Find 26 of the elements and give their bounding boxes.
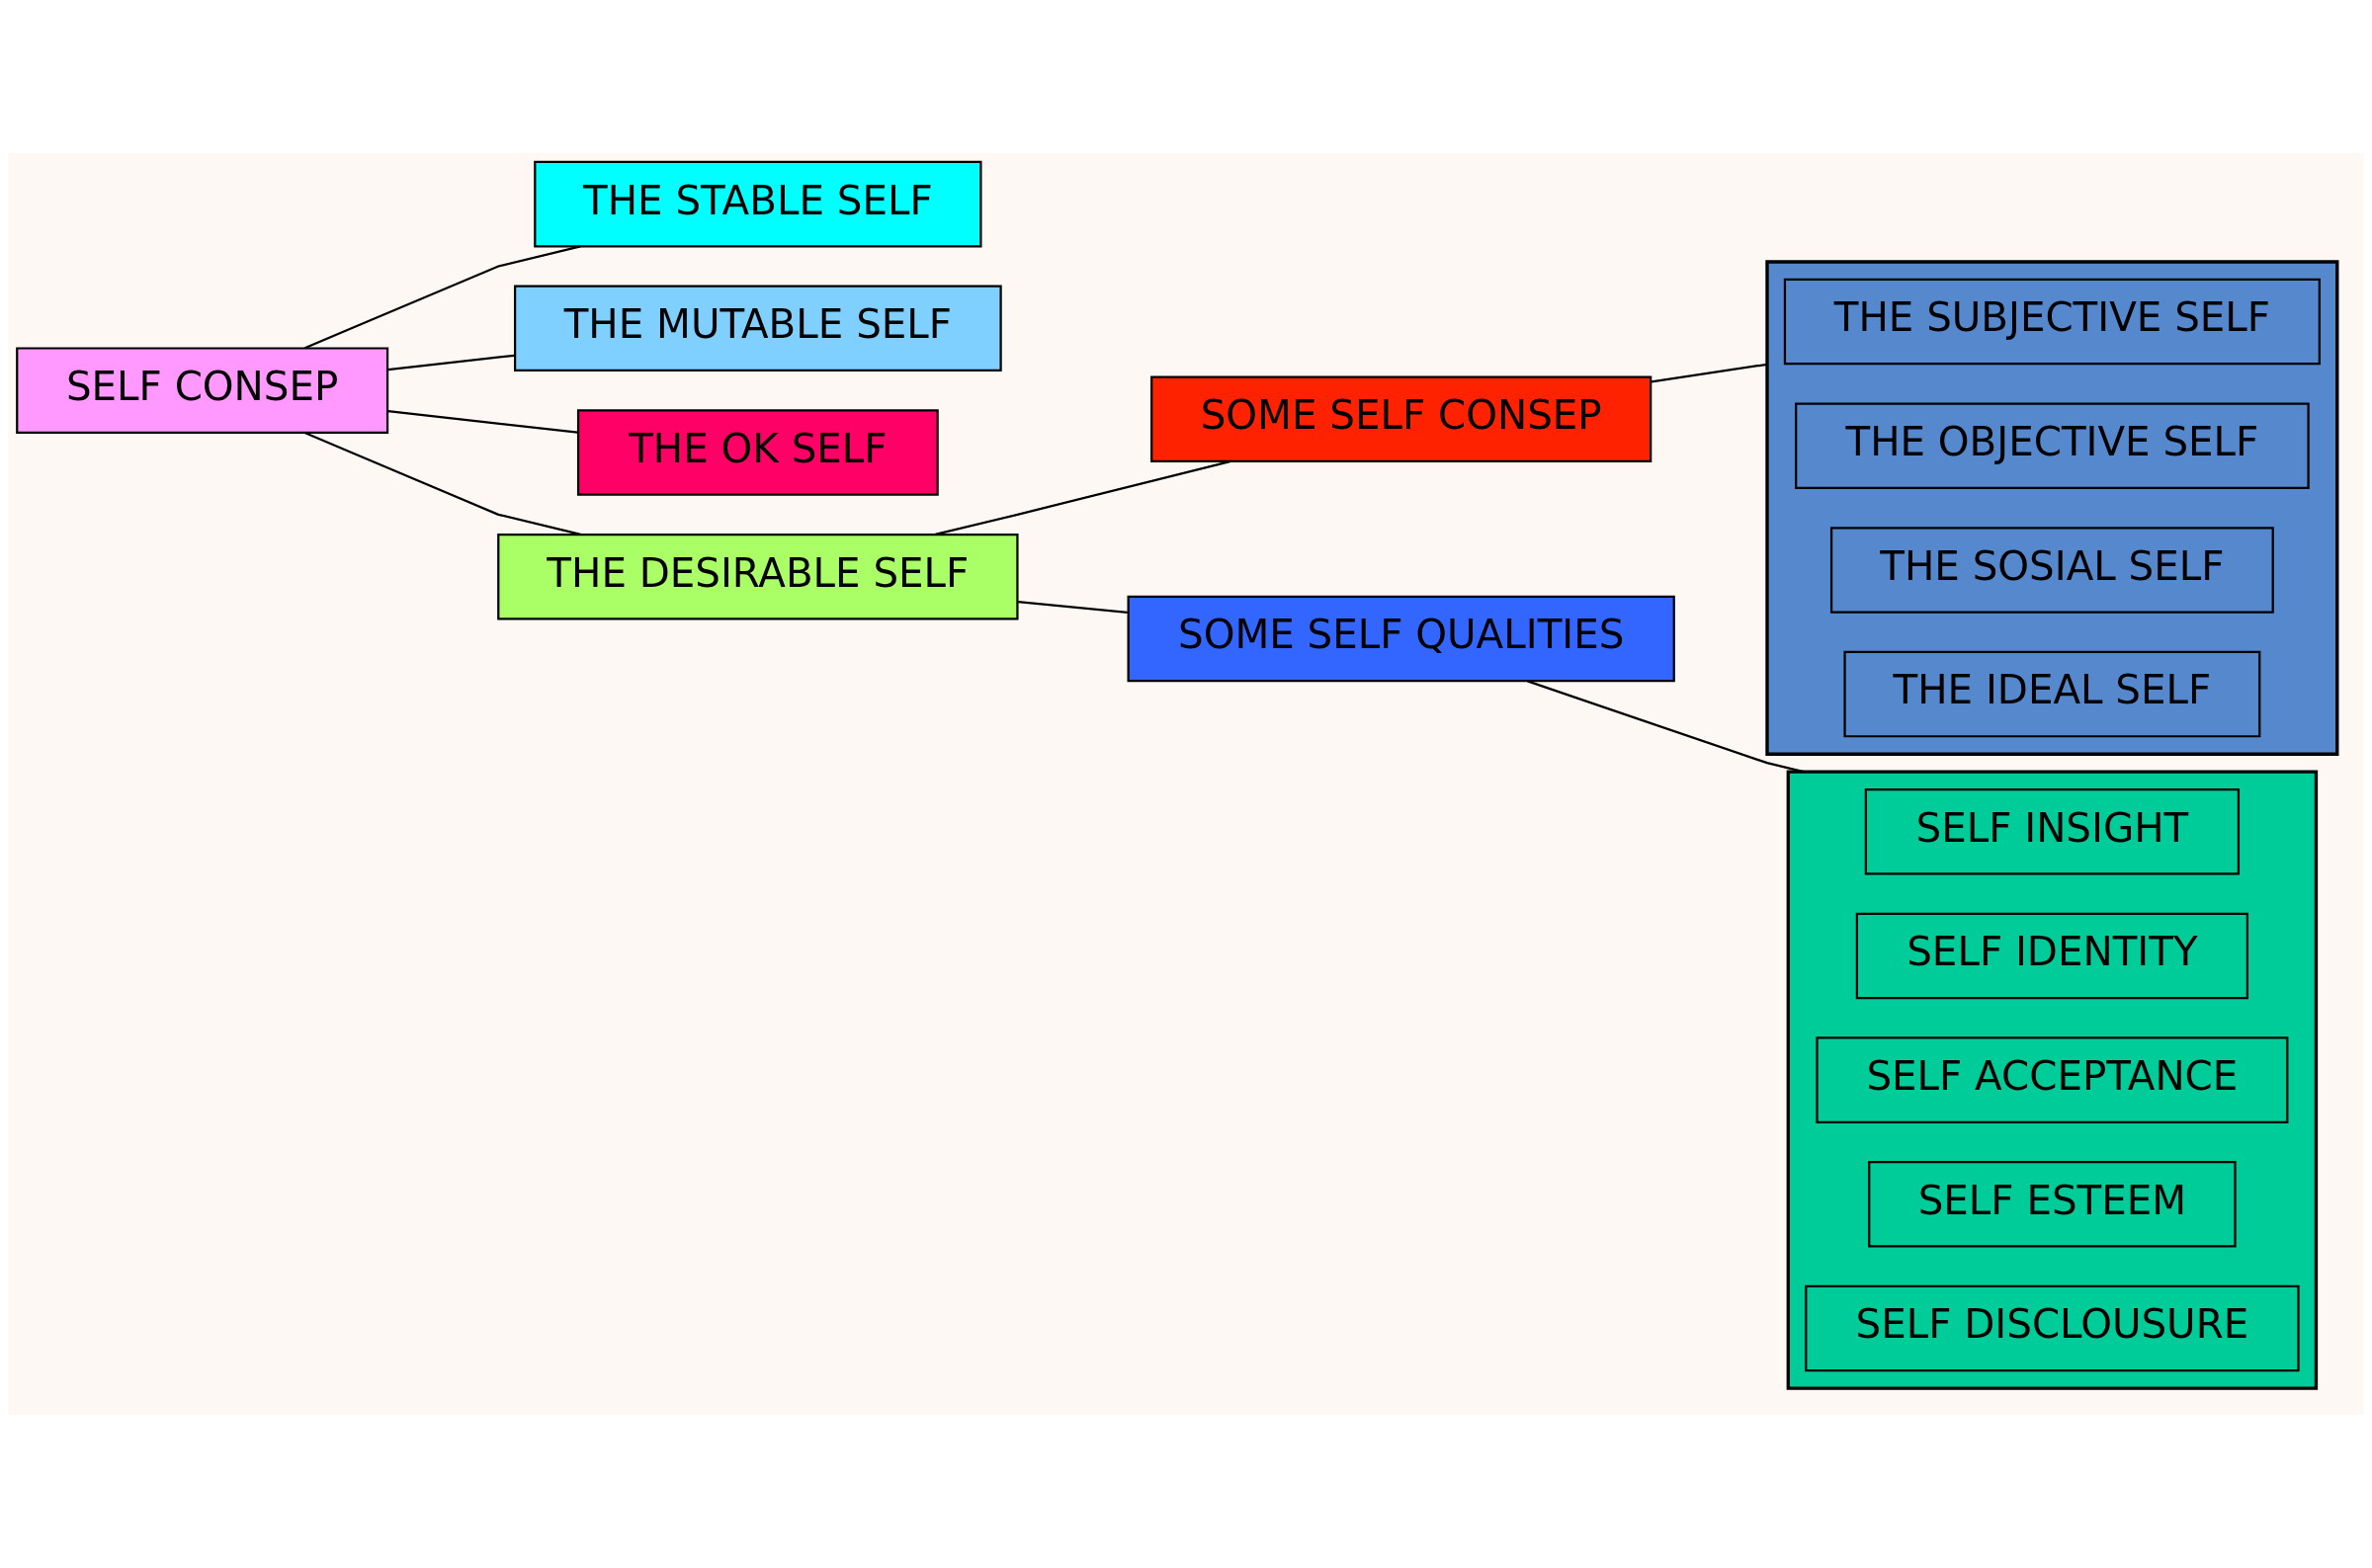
connector (387, 354, 515, 371)
node-box: SELF ESTEEM (1868, 1161, 2237, 1248)
node-box: THE STABLE SELF (534, 160, 982, 248)
node-box: THE SOSIAL SELF (1829, 527, 2274, 614)
node-box: THE OBJECTIVE SELF (1795, 402, 2310, 489)
connector (935, 460, 1230, 536)
node-box: SOME SELF CONSEP (1150, 375, 1652, 463)
node-box: THE SUBJECTIVE SELF (1783, 278, 2321, 366)
connector (1651, 363, 1768, 383)
node-box: THE IDEAL SELF (1843, 650, 2261, 738)
node-box: THE DESIRABLE SELF (497, 533, 1019, 620)
connector (387, 409, 578, 434)
node-box: THE OK SELF (576, 409, 939, 496)
cluster (1786, 770, 2319, 1390)
connector (1527, 680, 1805, 774)
connector (1018, 600, 1128, 614)
node-box: SELF CONSEP (16, 347, 389, 434)
connector (303, 245, 581, 350)
connector (303, 432, 581, 536)
node-box: SOME SELF QUALITIES (1127, 595, 1675, 683)
node-box: SELF ACCEPTANCE (1816, 1036, 2289, 1123)
node-box: SELF IDENTITY (1855, 912, 2248, 1000)
node-box: SELF INSIGHT (1864, 788, 2241, 875)
node-box: SELF DISCLOUSURE (1805, 1284, 2300, 1372)
node-box: THE MUTABLE SELF (514, 285, 1002, 372)
cluster (1765, 260, 2339, 756)
